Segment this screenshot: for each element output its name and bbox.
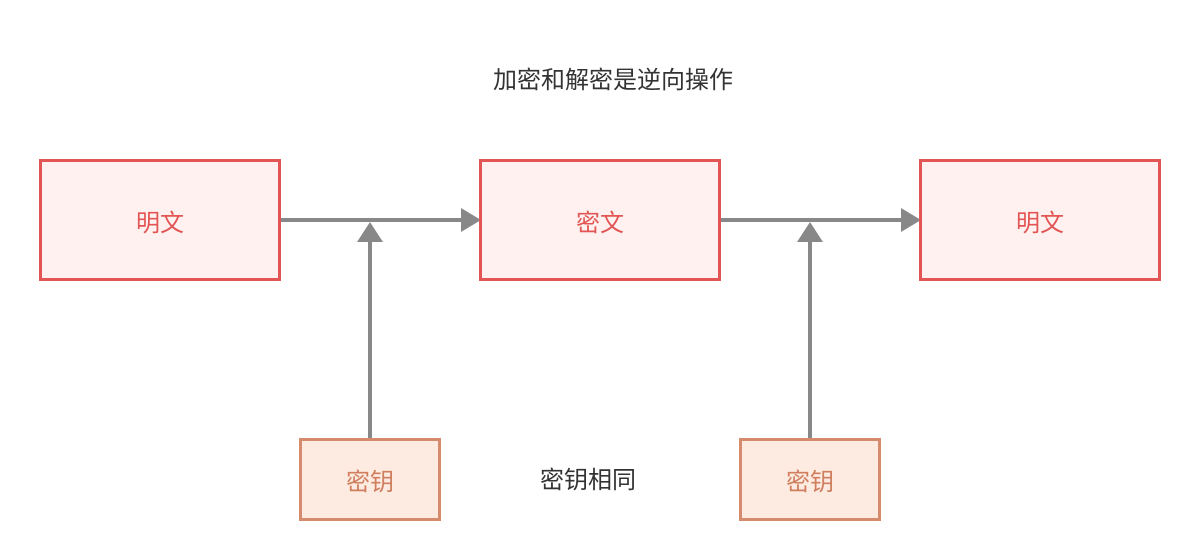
diagram-title: 加密和解密是逆向操作 xyxy=(493,66,733,94)
arrowhead-key-to-decrypt xyxy=(797,222,823,242)
arrowhead-plaintext-to-ciphertext xyxy=(461,208,481,232)
plaintext-box-right: 明文 xyxy=(919,159,1161,281)
plaintext-box-left: 明文 xyxy=(39,159,281,281)
ciphertext-label: 密文 xyxy=(576,208,624,237)
plaintext-label-left: 明文 xyxy=(136,208,184,237)
key-label-left: 密钥 xyxy=(346,468,394,496)
key-box-right: 密钥 xyxy=(739,438,881,521)
arrowhead-key-to-encrypt xyxy=(357,222,383,242)
key-box-left: 密钥 xyxy=(299,438,441,521)
key-label-right: 密钥 xyxy=(786,468,834,496)
arrowhead-ciphertext-to-plaintext xyxy=(901,208,921,232)
same-key-note: 密钥相同 xyxy=(540,466,636,494)
plaintext-label-right: 明文 xyxy=(1016,208,1064,237)
ciphertext-box: 密文 xyxy=(479,159,721,281)
